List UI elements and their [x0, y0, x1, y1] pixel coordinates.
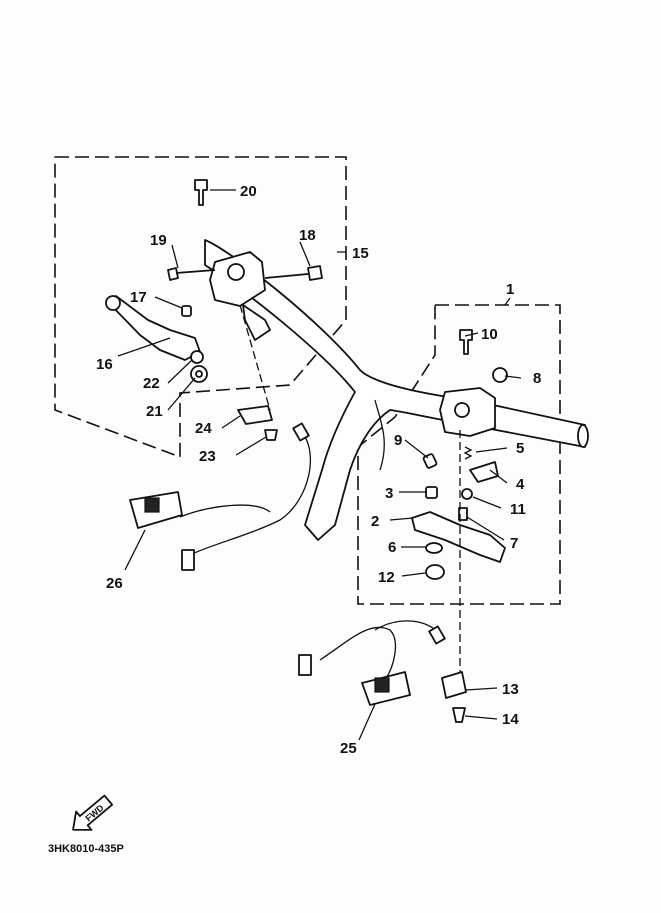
left-switch-26-button-icon: [144, 497, 160, 513]
callout-4: 4: [516, 476, 525, 493]
brake-switch-24-icon: [237, 405, 273, 425]
right-wire-harness: [319, 626, 397, 681]
callout-25: 25: [340, 740, 357, 757]
nut-22-icon: [190, 350, 204, 364]
left-plug-icon: [181, 549, 195, 571]
left-wire-harness: [189, 429, 312, 556]
callout-12: 12: [378, 569, 395, 586]
callout-14: 14: [502, 711, 519, 728]
callout-8: 8: [533, 370, 541, 387]
left-lever: [107, 295, 201, 361]
callout-9: 9: [394, 432, 402, 449]
screw-14-icon: [452, 707, 466, 723]
leader-lines: [117, 189, 522, 741]
callout-19: 19: [150, 232, 167, 249]
callout-24: 24: [195, 420, 212, 437]
right-lever: [411, 511, 506, 563]
pin-17-icon: [181, 305, 192, 317]
screw-23-icon: [264, 429, 278, 441]
bolt-20-icon: [194, 179, 208, 206]
handlebar-end: [577, 424, 589, 448]
callout-3: 3: [385, 485, 393, 502]
handlebar-lower-bend: [374, 399, 385, 471]
right-holder-boss: [454, 402, 470, 418]
right-plug-icon: [298, 654, 312, 676]
callout-26: 26: [106, 575, 123, 592]
callout-15: 15: [352, 245, 369, 262]
callout-16: 16: [96, 356, 113, 373]
callout-18: 18: [299, 227, 316, 244]
bolt-10-icon: [459, 329, 473, 355]
callout-23: 23: [199, 448, 216, 465]
left-assembly-boundary: [54, 156, 347, 459]
callout-6: 6: [388, 539, 396, 556]
callout-11: 11: [510, 501, 526, 518]
collar-3-icon: [425, 486, 438, 499]
spring-5-icon: [463, 446, 473, 460]
washer-6-icon: [425, 542, 443, 554]
handlebar: [204, 239, 586, 541]
left-holder-arm: [242, 304, 271, 341]
callout-17: 17: [130, 289, 147, 306]
callout-22: 22: [143, 375, 160, 392]
callout-2: 2: [371, 513, 379, 530]
left-center-line: [239, 304, 271, 411]
left-connector-icon: [292, 422, 310, 442]
pin-7-icon: [458, 507, 468, 521]
callout-21: 21: [146, 403, 163, 420]
callout-13: 13: [502, 681, 519, 698]
drawing-code: 3HK8010-435P: [48, 843, 124, 855]
left-wire-lead: [179, 504, 271, 518]
fwd-arrow-icon: FWD: [72, 794, 114, 831]
brake-switch-13-icon: [441, 671, 467, 699]
bolt-19-icon: [167, 267, 216, 281]
callout-7: 7: [510, 535, 518, 552]
bolt-18-icon: [264, 265, 323, 281]
left-holder-boss: [227, 263, 245, 281]
cap-8-icon: [492, 367, 508, 383]
right-assembly-boundary: [357, 304, 561, 605]
callout-1: 1: [506, 281, 514, 298]
callout-20: 20: [240, 183, 257, 200]
right-connector-icon: [428, 625, 446, 645]
left-lever-tip: [105, 295, 121, 311]
bracket-4-icon: [469, 461, 499, 483]
nut-12-icon: [425, 564, 445, 580]
washer-11-icon: [461, 488, 473, 500]
callout-5: 5: [516, 440, 524, 457]
nut-21-hole-icon: [195, 370, 203, 378]
callout-10: 10: [481, 326, 498, 343]
right-switch-25-button-icon: [374, 677, 390, 693]
